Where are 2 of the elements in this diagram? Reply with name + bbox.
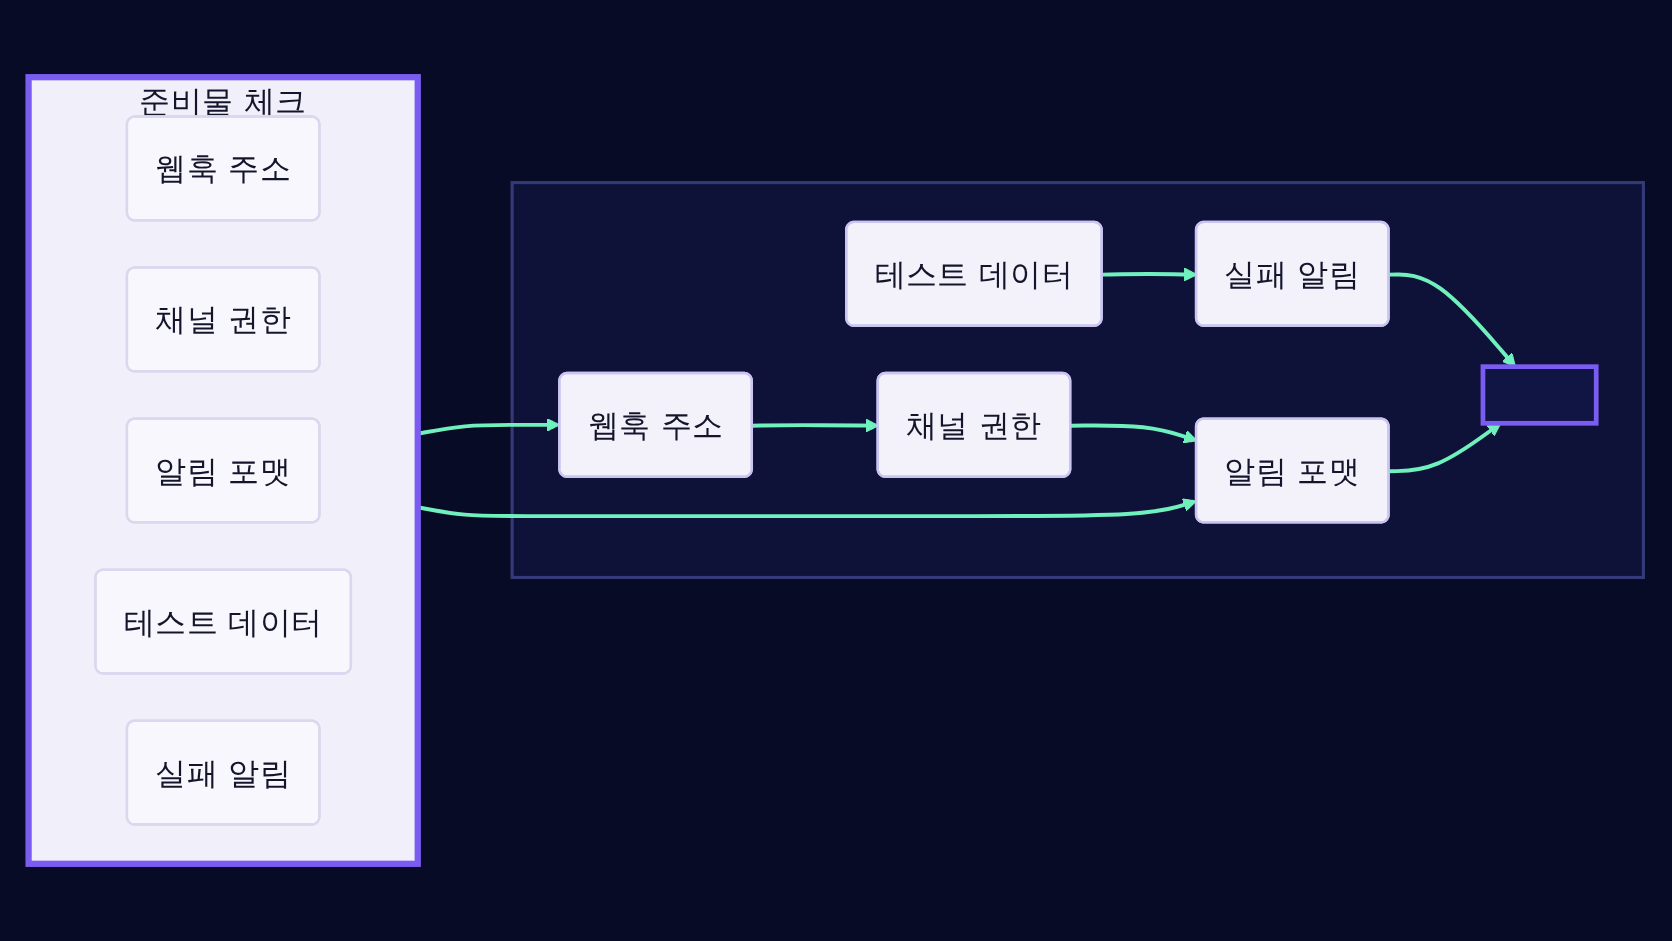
node-box [1480, 364, 1599, 426]
cluster [510, 181, 1645, 580]
